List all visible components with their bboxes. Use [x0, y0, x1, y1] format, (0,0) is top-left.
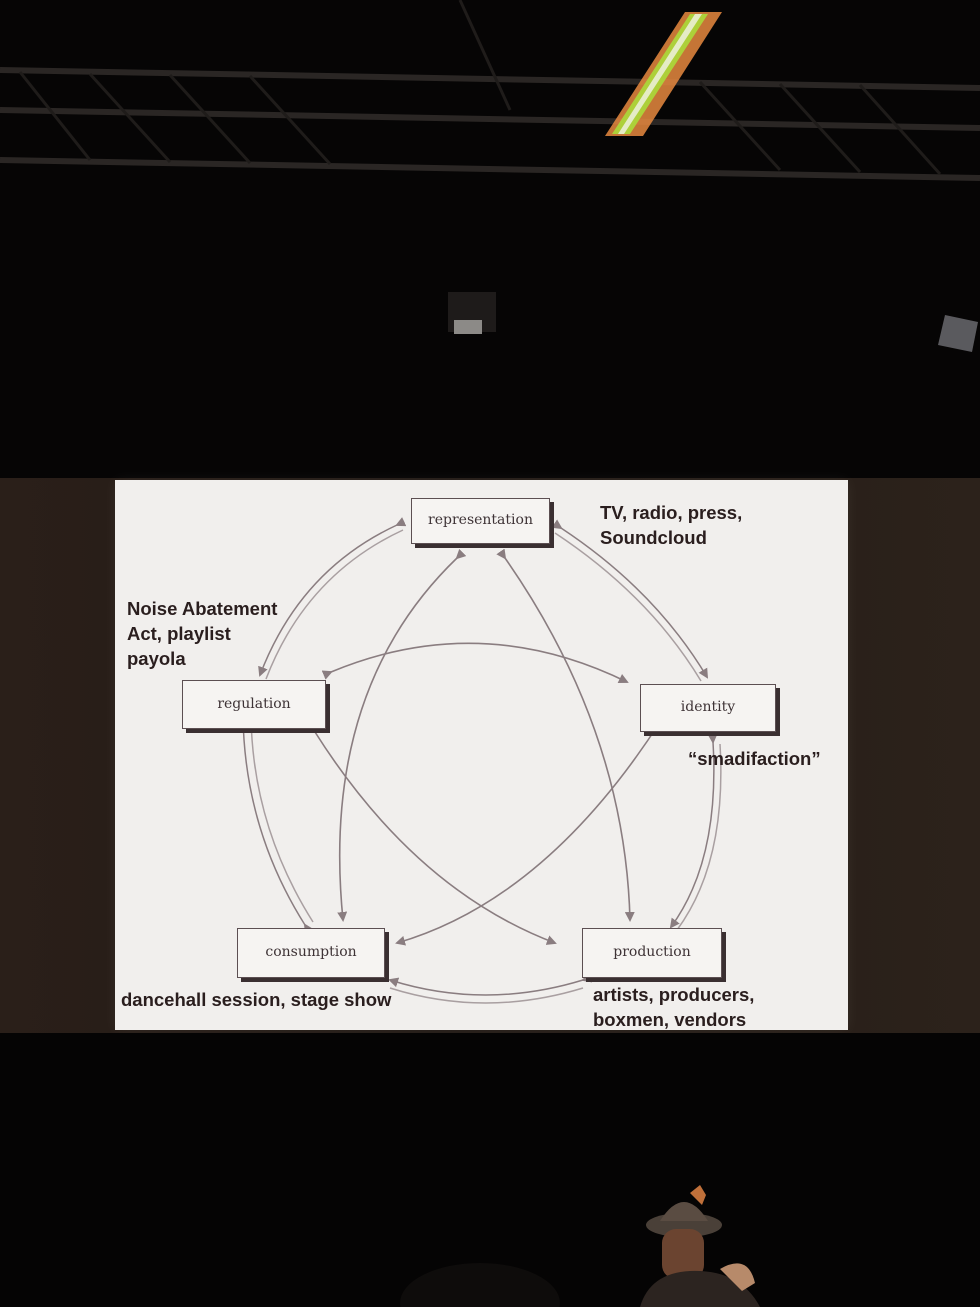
arrow-identity-production: [669, 733, 718, 929]
annotation-consumption: dancehall session, stage show: [121, 989, 392, 1010]
presenter-silhouette: [640, 1185, 760, 1307]
arrow-regulation-identity: [321, 642, 629, 683]
arrow-production-consumption: [388, 972, 593, 996]
annotation-representation: TV, radio, press, Soundcloud: [600, 502, 743, 548]
outer-cycle-arrows: [238, 517, 722, 1004]
arrow-regulation-representation: [258, 517, 407, 677]
inner-star-arrows: [306, 548, 669, 946]
node-production: production: [582, 928, 722, 978]
annotation-identity: “smadifaction”: [688, 748, 821, 769]
audience-area: [0, 1033, 980, 1307]
arrow-representation-identity: [551, 519, 709, 679]
arrow-representation-consumption: [337, 548, 467, 922]
spotlight-fixture: [448, 292, 496, 334]
arrow-consumption-regulation: [238, 715, 314, 935]
node-consumption: consumption: [237, 928, 385, 978]
arrow-identity-consumption: [395, 712, 669, 946]
audience-head: [400, 1263, 560, 1307]
node-regulation: regulation: [182, 680, 326, 729]
circuit-of-culture-diagram: [238, 517, 722, 1004]
annotation-production: artists, producers, boxmen, vendors: [593, 984, 755, 1030]
annotation-regulation: Noise Abatement Act, playlist payola: [127, 598, 278, 669]
stage-light-strip: [605, 12, 722, 136]
arrow-regulation-production: [306, 722, 557, 945]
node-representation: representation: [411, 498, 550, 544]
node-identity: identity: [640, 684, 776, 732]
presentation-slide: representation regulation identity consu…: [115, 480, 848, 1030]
arrow-representation-production: [496, 548, 635, 922]
speaker-fixture: [938, 315, 978, 352]
ceiling-truss: [0, 0, 980, 480]
